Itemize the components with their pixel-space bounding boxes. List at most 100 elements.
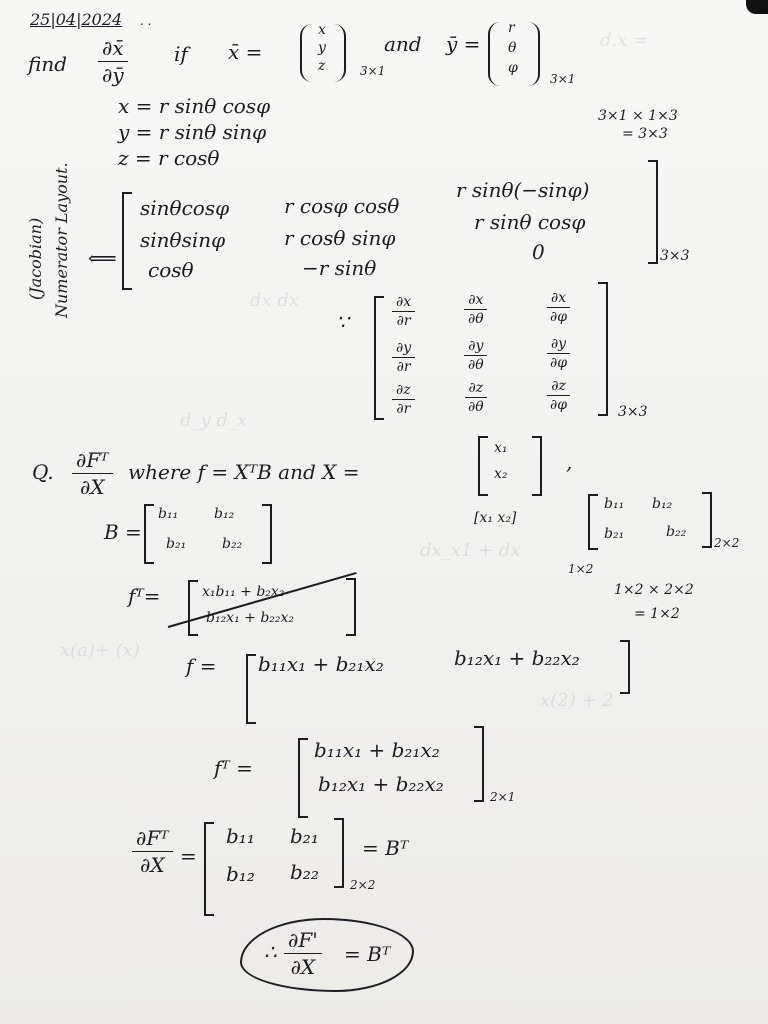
crossed-left-bracket: [188, 580, 198, 636]
right-paren: [528, 22, 540, 86]
date: 25|04|2024: [30, 10, 123, 29]
fT-left-bracket: [298, 738, 308, 818]
result-cell: b₁₂: [226, 862, 255, 886]
result-cell: b₂₂: [290, 860, 319, 884]
side-label-jacobian: (Jacobian): [26, 217, 45, 300]
problem2-statement: where f = XᵀB and X =: [128, 460, 360, 484]
partials-left-bracket: [374, 296, 384, 420]
matrix-cell: r cosθ sinφ: [284, 226, 396, 250]
B-cell: b₂₂: [222, 536, 243, 552]
result-left-bracket: [204, 822, 214, 916]
because-symbol: ∵: [336, 310, 349, 334]
matrix-cell: sinθsinφ: [140, 228, 226, 252]
partial-fraction: ∂x∂φ: [546, 290, 571, 325]
matrix-right-bracket: [648, 160, 658, 264]
matrix-cell: 0: [532, 240, 545, 264]
partial-fraction: ∂y∂θ: [464, 338, 488, 373]
B2-cell: b₁₂: [652, 496, 673, 512]
bleed-through: x(2) + 2: [540, 690, 614, 711]
final-BT: = Bᵀ: [344, 942, 391, 966]
B-left-bracket: [144, 504, 154, 564]
side-label-layout: Numerator Layout.: [52, 162, 71, 318]
and-label: and: [384, 32, 422, 56]
fT-entry: b₁₁x₁ + b₂₁x₂: [314, 738, 440, 762]
dim-calc-result: = 1×2: [634, 606, 680, 622]
result-dim: 2×2: [350, 878, 376, 892]
equation-y: y = r sinθ sinφ: [118, 120, 267, 144]
implies-arrow: ⟸: [88, 246, 117, 270]
bleed-through: d_y d_x: [180, 410, 248, 431]
result-cell: b₁₁: [226, 824, 255, 848]
B-cell: b₂₁: [166, 536, 187, 552]
comma: ,: [566, 450, 573, 474]
dFT-dX-fraction: ∂Fᵀ ∂X: [72, 448, 113, 499]
matrix-cell: −r sinθ: [302, 256, 377, 280]
vec-y-entry: θ: [508, 40, 517, 56]
y-vector-label: ȳ =: [446, 32, 481, 56]
if-label: if: [174, 42, 188, 66]
dim-label: 3×1: [360, 64, 386, 78]
dim-calc: 1×2 × 2×2: [614, 582, 694, 598]
fT-right-bracket: [474, 726, 484, 802]
matrix-dim: 3×3: [660, 248, 690, 264]
partial-fraction: ∂y∂φ: [546, 336, 571, 371]
f-entry: b₁₂x₁ + b₂₂x₂: [454, 646, 580, 670]
question-marker: Q.: [32, 460, 54, 484]
bleed-through: dx dx: [250, 290, 300, 311]
partials-dim: 3×3: [618, 404, 648, 420]
denominator: ∂ȳ: [102, 63, 124, 87]
left-paren: [488, 22, 500, 86]
fT-dim: 2×1: [490, 790, 516, 804]
crossed-row: x₁b₁₁ + b₂x₂: [202, 584, 285, 600]
matrix-left-bracket: [122, 192, 132, 290]
B-cell: b₁₁: [158, 506, 179, 522]
X-left-bracket: [478, 436, 488, 496]
B2-cell: b₂₁: [604, 526, 625, 542]
numerator: ∂x̄: [98, 36, 128, 62]
result-cell: b₂₁: [290, 824, 319, 848]
bleed-through: x(a)+ (x): [60, 640, 140, 661]
B-cell: b₁₂: [214, 506, 235, 522]
f-label: f =: [186, 654, 217, 678]
B2-cell: b₂₂: [666, 524, 687, 540]
final-fraction: ∂F' ∂X: [284, 928, 322, 979]
f-entry: b₁₁x₁ + b₂₁x₂: [258, 652, 384, 676]
B-label: B =: [104, 520, 142, 544]
partial-fraction: ∂z∂r: [392, 382, 415, 417]
therefore-symbol: ∴: [264, 940, 277, 964]
vec-x-entry: x: [318, 22, 326, 38]
matrix-cell: r cosφ cosθ: [284, 194, 400, 218]
row-dim: 1×2: [568, 562, 594, 576]
X-right-bracket: [532, 436, 542, 496]
date-dots: . .: [140, 14, 152, 28]
vec-y-entry: r: [508, 20, 515, 36]
partial-fraction: ∂x∂θ: [464, 292, 488, 327]
matrix-cell: r sinθ(−sinφ): [456, 178, 590, 202]
partial-fraction: ∂y∂r: [392, 340, 416, 375]
x-vector-label: x̄ =: [228, 40, 263, 64]
bleed-through: dx_x1 + dx: [420, 540, 521, 561]
equation-z: z = r cosθ: [118, 146, 220, 170]
left-paren: [300, 24, 312, 82]
answer-cloud-box: [240, 918, 414, 992]
fT-entry: b₁₂x₁ + b₂₂x₂: [318, 772, 444, 796]
equals-sign: =: [180, 844, 197, 868]
dim-label: 3×1: [550, 72, 576, 86]
matrix-cell: r sinθ cosφ: [474, 210, 586, 234]
fT-label: fᵀ =: [214, 756, 253, 780]
partial-fraction: ∂z∂θ: [464, 380, 488, 415]
crossed-row: b₁₂x₁ + b₂₂x₂: [206, 610, 295, 626]
B2-right-bracket: [702, 492, 712, 548]
equation-x: x = r sinθ cosφ: [118, 94, 271, 118]
bleed-through: d.x =: [600, 30, 649, 51]
crossed-label: fᵀ=: [128, 584, 161, 608]
dim-note: 3×1 × 1×3: [598, 108, 678, 124]
vec-x-entry: z: [318, 58, 326, 74]
X-entry: x₂: [494, 466, 508, 482]
X-entry: x₁: [494, 440, 508, 456]
matrix-cell: sinθcosφ: [140, 196, 230, 220]
B2-left-bracket: [588, 494, 598, 550]
result-BT: = Bᵀ: [362, 836, 409, 860]
B-right-bracket: [262, 504, 272, 564]
